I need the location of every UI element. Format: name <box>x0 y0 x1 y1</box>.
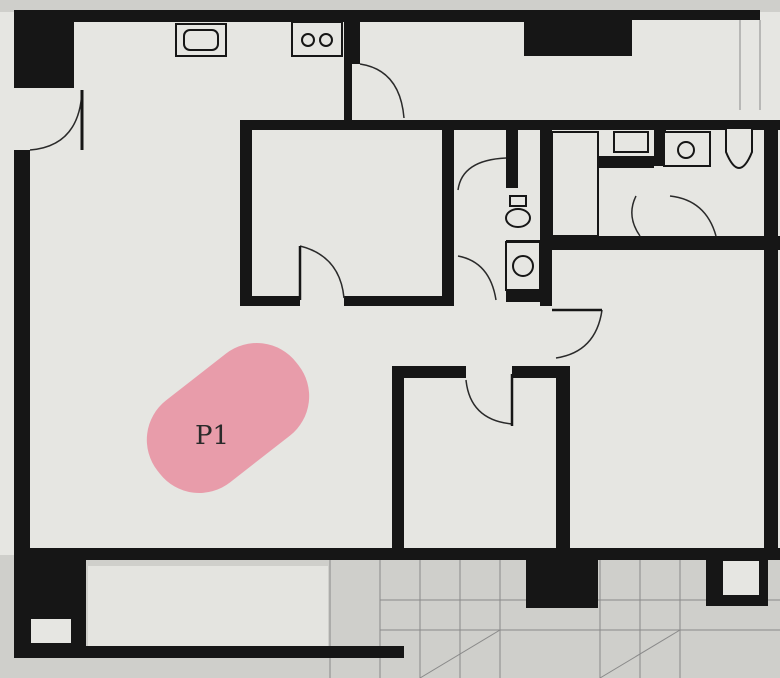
walls <box>14 10 780 658</box>
stove <box>291 21 343 57</box>
wc-toilet <box>505 208 531 228</box>
hall-door <box>555 309 603 359</box>
bedroom2-door <box>465 379 513 425</box>
bedroom1-door <box>299 245 345 299</box>
bath-door <box>669 195 717 237</box>
door-swings <box>29 63 717 426</box>
balcony-area <box>88 566 328 654</box>
kitchen-door <box>359 63 405 119</box>
location-marker <box>146 343 310 493</box>
wc-door <box>457 157 507 191</box>
fixtures <box>175 21 753 291</box>
storage-door <box>457 255 497 301</box>
washroom-door <box>631 195 641 237</box>
bathtub <box>551 131 599 237</box>
wall-openings <box>29 131 761 645</box>
toilet-bowl <box>725 127 753 169</box>
marker-label: P1 <box>195 421 229 451</box>
